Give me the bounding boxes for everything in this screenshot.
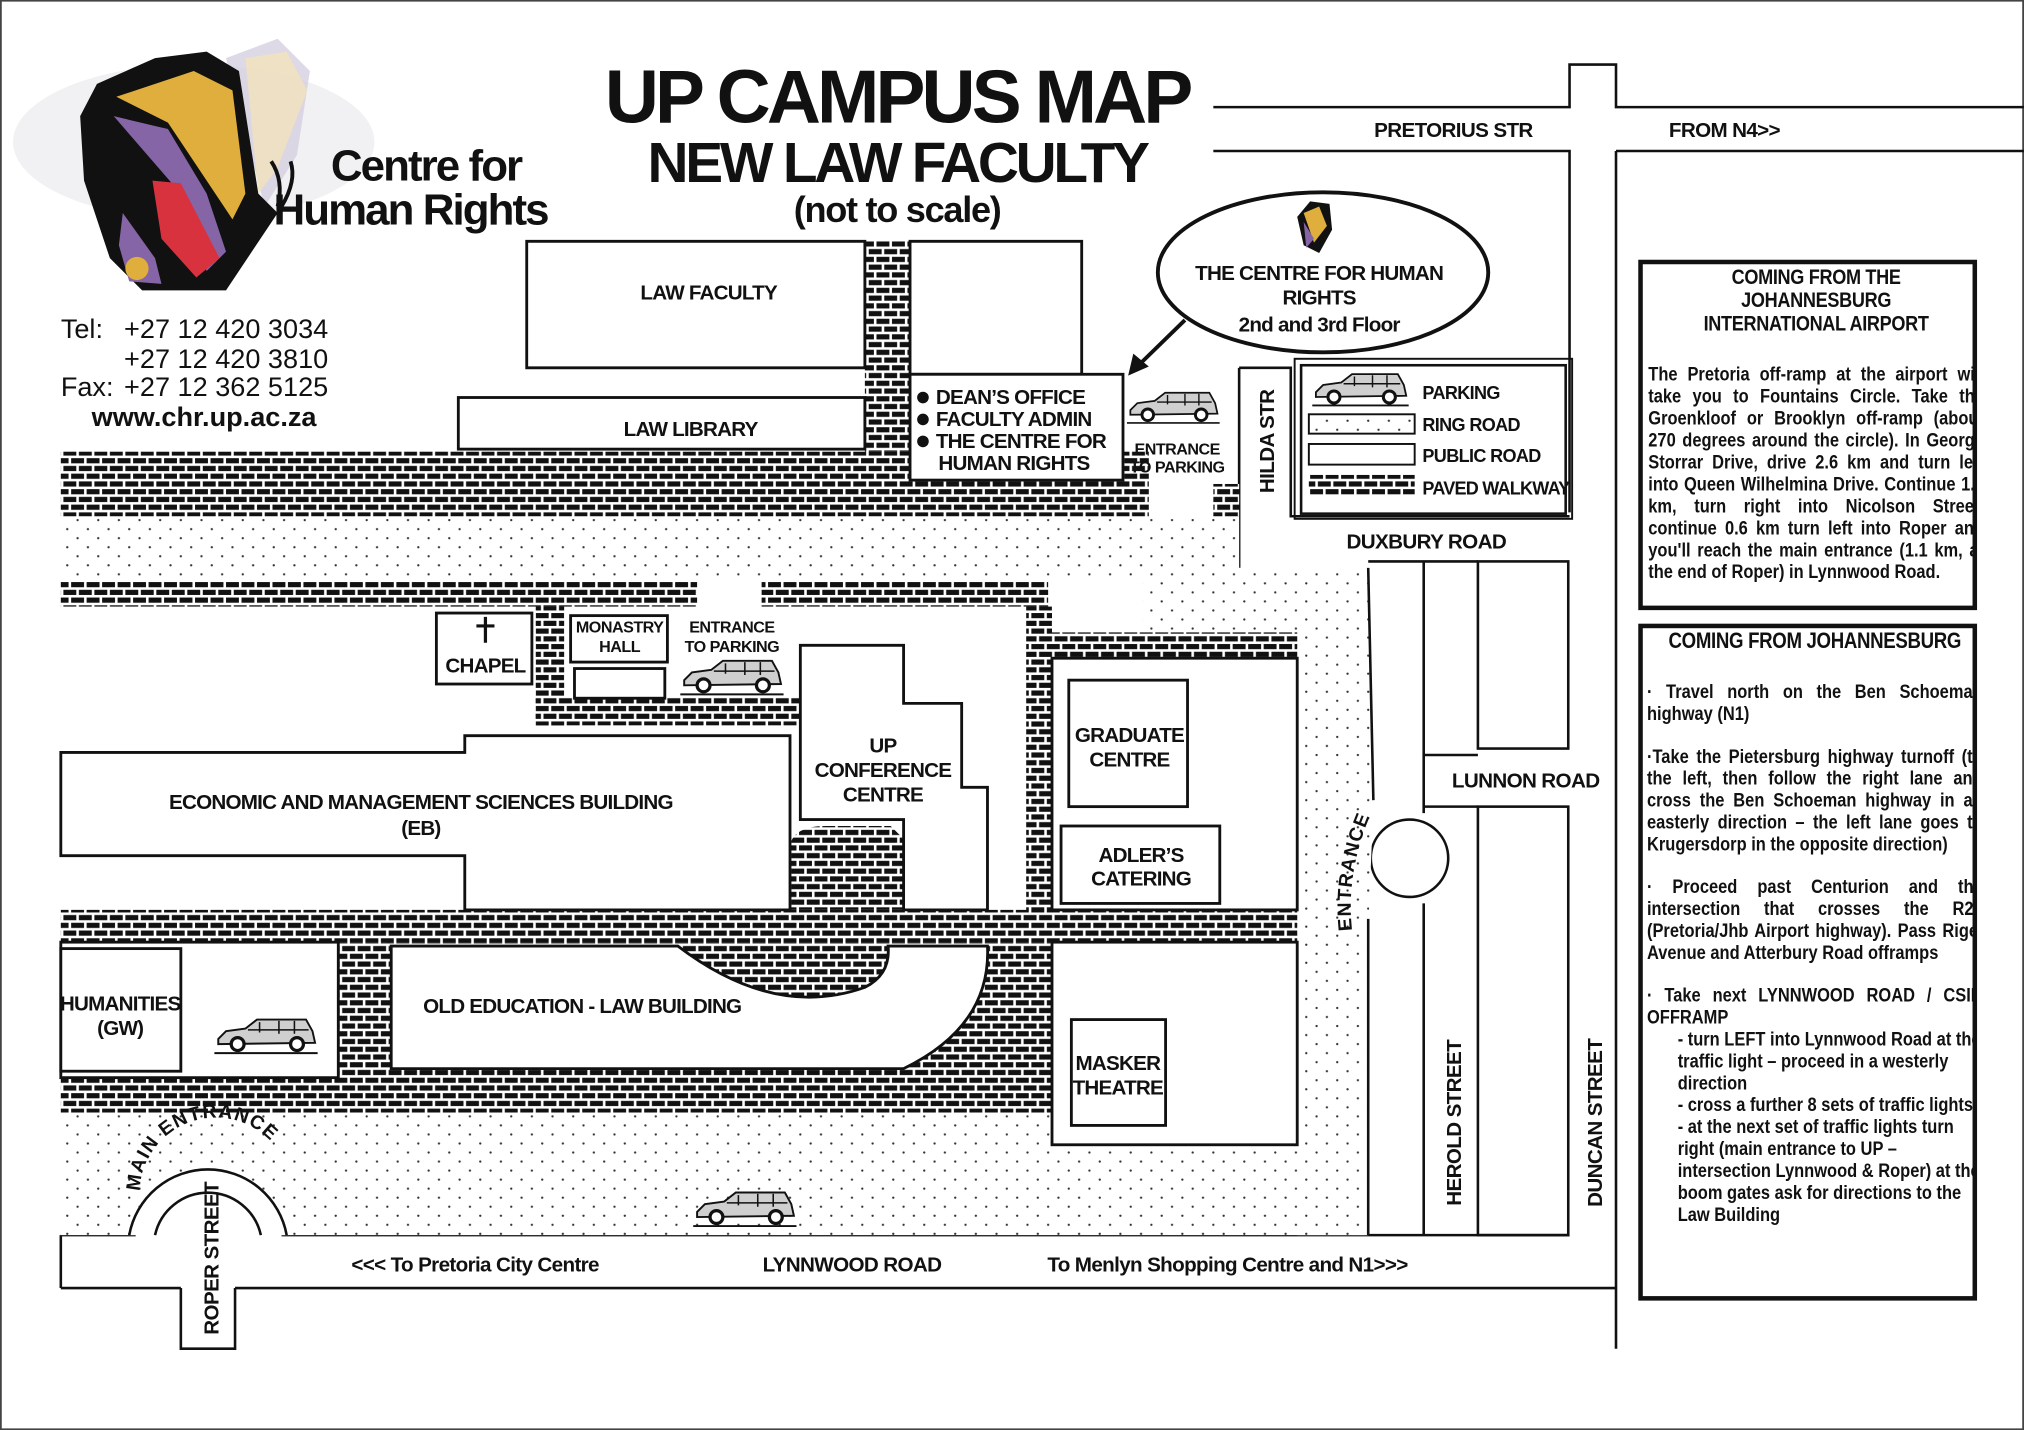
law-library-label: LAW LIBRARY — [624, 418, 759, 441]
parking-entrance-east-line2: TO PARKING — [1130, 458, 1225, 476]
lynnwood-road-label: LYNNWOOD ROAD — [763, 1253, 943, 1276]
adlers-label-2: CATERING — [1091, 867, 1191, 890]
masker-label-1: MASKER — [1075, 1052, 1161, 1075]
law-faculty-east-wing — [908, 239, 1084, 376]
deans-office-building — [908, 372, 1125, 482]
jhb-step-1: · Travel north on the Ben Schoeman highw… — [1646, 681, 1974, 726]
humanities-label-1: HUMANITIES — [60, 993, 181, 1016]
map-legend: PARKING RING ROAD PUBLIC ROAD PAVED WALK… — [1293, 357, 1574, 520]
chapel-label: CHAPEL — [445, 654, 525, 677]
conference-label-1: UP — [869, 734, 897, 757]
hilda-street-label: HILDA STR — [1256, 389, 1279, 493]
graduate-label-1: GRADUATE — [1075, 724, 1184, 747]
tel-number-2: +27 12 420 3810 — [124, 343, 328, 374]
legend-ring-road-label: RING ROAD — [1422, 415, 1520, 435]
monastry-label-2: HALL — [599, 638, 641, 656]
chr-butterfly-logo — [13, 38, 375, 291]
jhb-substep-2: - cross a further 8 sets of traffic ligh… — [1677, 1094, 1974, 1117]
map-subtitle: NEW LAW FACULTY — [648, 132, 1150, 195]
humanities-building — [59, 947, 183, 1073]
conference-label-3: CENTRE — [843, 783, 923, 806]
callout-line2: RIGHTS — [1283, 287, 1356, 310]
callout-line3: 2nd and 3rd Floor — [1239, 314, 1401, 337]
chr-location-callout: THE CENTRE FOR HUMAN RIGHTS 2nd and 3rd … — [1128, 190, 1491, 376]
contact-block: Tel: +27 12 420 3034 +27 12 420 3810 Fax… — [61, 313, 328, 432]
jhb-substep-3: - at the next set of traffic lights turn… — [1677, 1116, 1974, 1227]
ems-label-1: ECONOMIC AND MANAGEMENT SCIENCES BUILDIN… — [169, 791, 673, 814]
adlers-label-1: ADLER’S — [1099, 844, 1184, 867]
monastry-label-1: MONASTRY — [576, 618, 664, 636]
tel-number-1: +27 12 420 3034 — [124, 313, 328, 344]
chapel-cross-icon — [476, 616, 495, 643]
tel-label: Tel: — [61, 313, 103, 344]
fax-label: Fax: — [61, 371, 114, 402]
callout-line1: THE CENTRE FOR HUMAN — [1195, 262, 1443, 285]
pretorius-street-label: PRETORIUS STR — [1374, 119, 1533, 142]
jhb-step-4: · Take next LYNNWOOD ROAD / CSIR OFFRAMP — [1646, 984, 1974, 1029]
parking-entrance-east-line1: ENTRANCE — [1134, 440, 1220, 458]
legend-paved-walkway-label: PAVED WALKWAY — [1422, 478, 1570, 498]
johannesburg-directions-content: COMING FROM JOHANNESBURG · Travel north … — [1647, 630, 1974, 1226]
airport-directions-panel — [1638, 259, 1978, 611]
airport-directions-text: The Pretoria off-ramp at the airport wil… — [1648, 363, 1974, 584]
airport-title-2: JOHANNESBURG — [1741, 289, 1892, 313]
scale-note: (not to scale) — [794, 189, 1001, 230]
herold-street-label: HEROLD STREET — [1443, 1039, 1466, 1206]
conference-label-2: CONFERENCE — [815, 759, 952, 782]
ems-building — [59, 734, 792, 912]
parking-entrance-west-line2: TO PARKING — [685, 638, 780, 656]
logo-text-line2: Human Rights — [273, 186, 548, 235]
legend-parking-label: PARKING — [1422, 383, 1499, 403]
johannesburg-directions-panel — [1638, 623, 1978, 1301]
office-list: DEAN’S OFFICE FACULTY ADMIN THE CENTRE F… — [917, 386, 1108, 475]
airport-title-1: COMING FROM THE — [1731, 265, 1901, 290]
adlers-catering-building — [1059, 824, 1222, 905]
legend-public-road-label: PUBLIC ROAD — [1422, 446, 1541, 466]
duxbury-road-label: DUXBURY ROAD — [1347, 531, 1507, 554]
law-faculty-building — [525, 239, 867, 370]
jhb-step-3: · Proceed past Centurion and the interse… — [1646, 876, 1974, 965]
graduate-label-2: CENTRE — [1089, 749, 1169, 772]
humanities-label-2: (GW) — [97, 1017, 143, 1040]
parking-entrance-west-line1: ENTRANCE — [689, 618, 775, 636]
office-item-chr: THE CENTRE FOR — [936, 430, 1107, 453]
monastry-annex — [573, 667, 667, 700]
legend-paved-walkway-swatch — [1308, 474, 1415, 496]
from-n4-label: FROM N4>> — [1669, 119, 1781, 142]
old-education-building — [389, 944, 989, 1071]
legend-public-road-swatch — [1307, 443, 1416, 466]
legend-ring-road-swatch — [1307, 413, 1416, 435]
law-faculty-label: LAW FACULTY — [640, 281, 778, 304]
office-item-chr-cont: HUMAN RIGHTS — [938, 452, 1089, 475]
website-link[interactable]: www.chr.up.ac.za — [91, 401, 318, 432]
logo-text-line1: Centre for — [331, 142, 523, 191]
map-title: UP CAMPUS MAP — [605, 55, 1191, 139]
graduate-centre-building — [1067, 678, 1189, 809]
monastry-hall-building — [569, 614, 669, 664]
law-library-building — [456, 396, 867, 451]
to-menlyn-label: To Menlyn Shopping Centre and N1>>> — [1047, 1253, 1408, 1276]
johannesburg-title: COMING FROM JOHANNESBURG — [1668, 629, 1962, 654]
roper-street-label: ROPER STREET — [200, 1181, 223, 1335]
masker-label-2: THEATRE — [1073, 1076, 1163, 1099]
ems-label-2: (EB) — [401, 817, 440, 840]
masker-theatre-building — [1069, 1018, 1168, 1127]
airport-directions-content: COMING FROM THE JOHANNESBURG INTERNATION… — [1648, 266, 1973, 583]
jhb-substep-1: - turn LEFT into Lynnwood Road at the tr… — [1677, 1028, 1974, 1095]
buildings — [59, 239, 1299, 1147]
office-item-admin: FACULTY ADMIN — [936, 408, 1092, 431]
conference-centre-building — [798, 643, 989, 912]
office-item-deans: DEAN’S OFFICE — [936, 386, 1085, 409]
lunnon-road-label: LUNNON ROAD — [1452, 769, 1600, 792]
to-pretoria-label: <<< To Pretoria City Centre — [351, 1253, 599, 1276]
duncan-street-label: DUNCAN STREET — [1584, 1038, 1607, 1207]
jhb-step-2: ·Take the Pietersburg highway turnoff (t… — [1646, 745, 1974, 856]
airport-title-3: INTERNATIONAL AIRPORT — [1703, 312, 1929, 336]
fax-number: +27 12 362 5125 — [124, 371, 328, 402]
old-education-label: OLD EDUCATION - LAW BUILDING — [423, 995, 741, 1018]
